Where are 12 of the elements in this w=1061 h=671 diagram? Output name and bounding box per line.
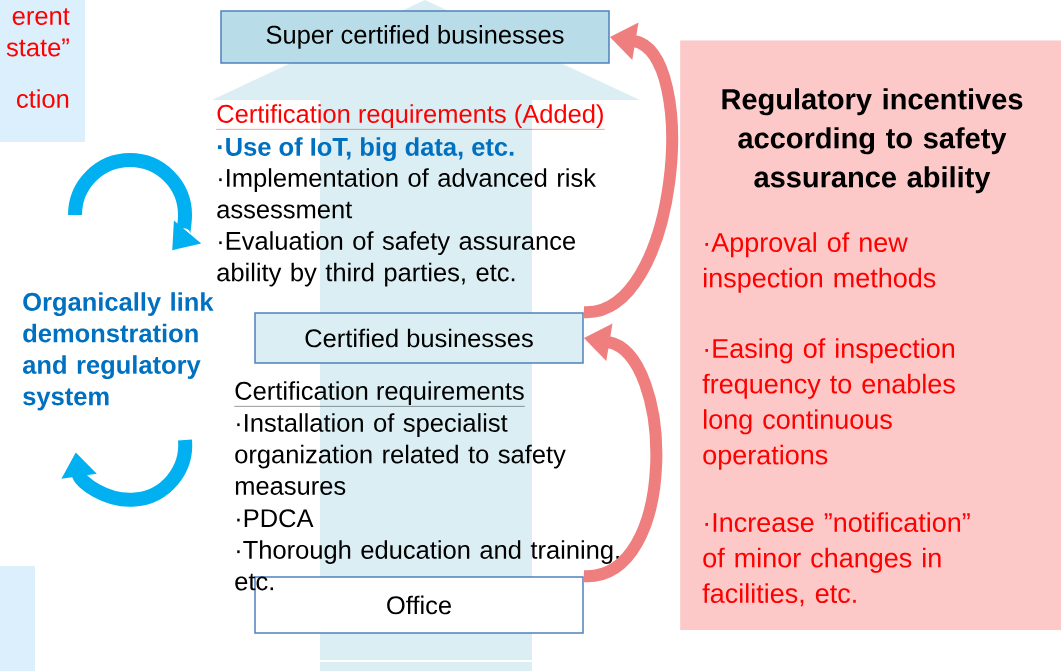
bullet-text: ·Installation of specialist organization related to safety measures <box>235 413 566 495</box>
level-box: Super certified businesses <box>220 10 610 64</box>
panel: erent state” ction <box>0 0 85 142</box>
heading: Certification requirements (Added) <box>216 104 605 130</box>
caption: Organically link demonstration and regulatory system <box>22 292 214 411</box>
bullet-text: ·Implementation of advanced risk assessment <box>217 168 596 219</box>
bullet-text: ·PDCA <box>237 509 314 528</box>
bullet-text: ·Evaluation of safety assurance ability by third parties, etc. <box>217 231 576 287</box>
bullet-text: ·Thorough education and training, etc. <box>235 540 619 591</box>
level-box: Certified businesses <box>254 312 584 364</box>
bullet-text: ·Use of IoT, big data, etc. <box>217 137 514 162</box>
incentive-panel: Regulatory incentives according to safety assurance ability ·Approval of new inspection methods ·Easing of inspection frequency to enables long continuous operations ·Increase ”notification” of minor changes in facilities, etc. <box>680 40 1061 631</box>
